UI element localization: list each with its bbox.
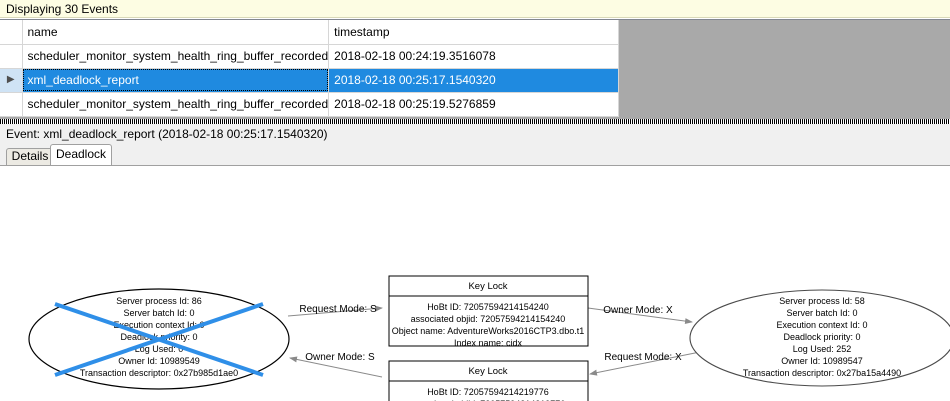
victim-line-2: Execution context Id: 0	[113, 320, 204, 330]
event-title: Event: xml_deadlock_report (2018-02-18 0…	[6, 127, 328, 141]
victim-line-6: Transaction descriptor: 0x27b985d1ae0	[80, 368, 238, 378]
edge-right-owner: Owner Mode: X	[587, 305, 693, 325]
event-detail-pane: Event: xml_deadlock_report (2018-02-18 0…	[0, 124, 950, 401]
row-timestamp-cell[interactable]: 2018-02-18 00:24:19.3516078	[328, 44, 620, 69]
events-table: name timestamp scheduler_monitor_system_…	[0, 20, 620, 117]
victim-line-0: Server process Id: 86	[116, 296, 202, 306]
resource-bottom-title: Key Lock	[468, 366, 507, 377]
tab-strip: Details Deadlock	[0, 144, 950, 165]
resource-node-bottom[interactable]: Key Lock HoBt ID: 72057594214219776 asso…	[388, 360, 589, 401]
resource-node-top[interactable]: Key Lock HoBt ID: 72057594214154240 asso…	[388, 275, 589, 348]
victim-line-3: Deadlock priority: 0	[120, 332, 197, 342]
victim-line-5: Owner Id: 10989549	[118, 356, 200, 366]
victim-cross-icon	[54, 302, 264, 377]
column-header-timestamp[interactable]: timestamp	[328, 20, 620, 45]
status-bar: Displaying 30 Events	[0, 0, 950, 18]
survivor-line-4: Log Used: 252	[793, 344, 852, 354]
tab-deadlock[interactable]: Deadlock	[50, 144, 112, 165]
edge-left-request-label: Request Mode: S	[299, 304, 377, 315]
status-bar-text: Displaying 30 Events	[6, 2, 119, 16]
table-row[interactable]: scheduler_monitor_system_health_ring_buf…	[0, 44, 620, 69]
deadlock-graph-canvas[interactable]: Request Mode: S Owner Mode: S Owner Mode…	[0, 165, 950, 401]
resource-bottom-line-0: HoBt ID: 72057594214219776	[427, 387, 549, 397]
row-selector-cell[interactable]	[0, 44, 23, 69]
row-name-cell[interactable]: scheduler_monitor_system_health_ring_buf…	[22, 92, 330, 117]
edge-left-request: Request Mode: S	[287, 304, 383, 317]
table-row[interactable]: scheduler_monitor_system_health_ring_buf…	[0, 92, 620, 117]
tab-details[interactable]: Details	[6, 148, 54, 165]
row-selector-cell[interactable]: ▶	[0, 68, 23, 93]
survivor-line-0: Server process Id: 58	[779, 296, 865, 306]
table-row-selected[interactable]: ▶ xml_deadlock_report 2018-02-18 00:25:1…	[0, 68, 620, 93]
victim-process-node[interactable]: Server process Id: 86 Server batch Id: 0…	[28, 288, 290, 390]
edge-left-owner-label: Owner Mode: S	[305, 352, 375, 363]
resource-top-title: Key Lock	[468, 281, 507, 292]
resource-top-line-2: Object name: AdventureWorks2016CTP3.dbo.…	[392, 326, 584, 336]
row-timestamp-cell[interactable]: 2018-02-18 00:25:19.5276859	[328, 92, 620, 117]
edge-left-owner: Owner Mode: S	[289, 352, 383, 378]
surviving-process-node[interactable]: Server process Id: 58 Server batch Id: 0…	[689, 289, 950, 387]
edge-right-request: Request Mode: X	[589, 351, 701, 376]
row-selector-cell[interactable]	[0, 92, 23, 117]
victim-line-1: Server batch Id: 0	[123, 308, 194, 318]
victim-line-4: Log Used: 0	[135, 344, 184, 354]
survivor-line-3: Deadlock priority: 0	[783, 332, 860, 342]
row-name-cell[interactable]: xml_deadlock_report	[22, 68, 330, 93]
events-grid[interactable]: name timestamp scheduler_monitor_system_…	[0, 19, 950, 119]
survivor-line-5: Owner Id: 10989547	[781, 356, 863, 366]
survivor-line-6: Transaction descriptor: 0x27ba15a4490	[743, 368, 901, 378]
edge-right-owner-label: Owner Mode: X	[603, 305, 673, 316]
column-header-selector[interactable]	[0, 20, 23, 45]
survivor-line-2: Execution context Id: 0	[776, 320, 867, 330]
column-header-name[interactable]: name	[22, 20, 330, 45]
events-table-header: name timestamp	[0, 20, 620, 45]
edge-right-request-label: Request Mode: X	[604, 352, 682, 363]
header-row: name timestamp	[0, 20, 620, 45]
survivor-line-1: Server batch Id: 0	[786, 308, 857, 318]
resource-top-line-1: associated objid: 72057594214154240	[411, 314, 566, 324]
row-name-cell[interactable]: scheduler_monitor_system_health_ring_buf…	[22, 44, 330, 69]
events-table-body: scheduler_monitor_system_health_ring_buf…	[0, 44, 620, 117]
resource-top-line-3: Index name: cidx	[454, 338, 523, 348]
row-timestamp-cell[interactable]: 2018-02-18 00:25:17.1540320	[328, 68, 620, 93]
current-row-arrow-icon: ▶	[6, 74, 15, 85]
resource-top-line-0: HoBt ID: 72057594214154240	[427, 302, 549, 312]
